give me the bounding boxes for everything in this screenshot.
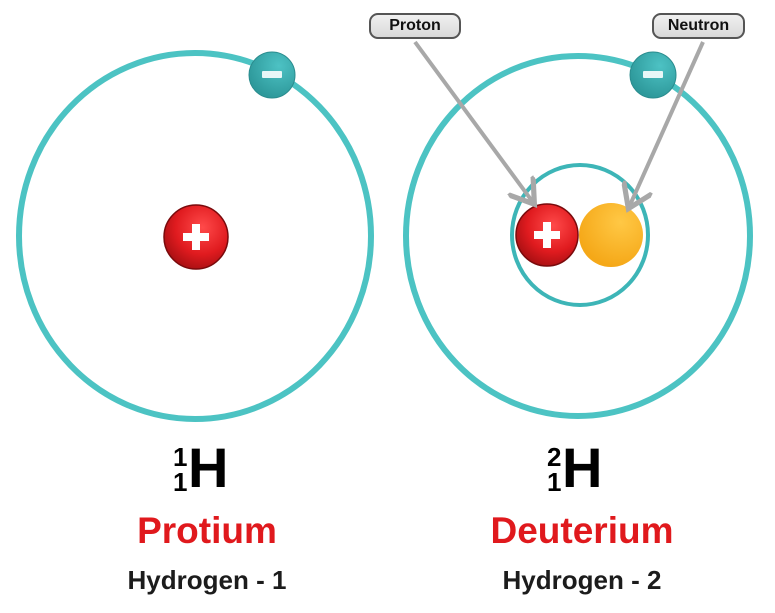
deuterium-electron-orbit [403, 53, 753, 419]
deuterium-atom [403, 51, 753, 419]
deuterium-subtitle: Hydrogen - 2 [502, 565, 662, 595]
proton-label: Proton [369, 13, 461, 39]
deuterium-nucleus-boundary [510, 163, 650, 307]
protium-proton [163, 204, 229, 270]
atomic-number: 1 [547, 467, 562, 497]
deuterium-electron [629, 51, 677, 99]
deuterium-proton [515, 203, 579, 267]
minus-icon [262, 71, 282, 78]
mass-number: 2 [547, 442, 562, 472]
element-symbol: H [188, 436, 229, 499]
protium-electron [248, 51, 296, 99]
protium-subtitle: Hydrogen - 1 [127, 565, 287, 595]
neutron-label: Neutron [652, 13, 745, 39]
element-symbol: H [562, 436, 603, 499]
mass-number: 1 [173, 442, 188, 472]
deuterium-name: Deuterium [490, 510, 674, 551]
protium-name: Protium [137, 510, 277, 551]
minus-icon [643, 71, 663, 78]
protium-atom [16, 50, 374, 422]
neutron-callout-arrow [630, 41, 705, 205]
protium-electron-orbit [16, 50, 374, 422]
proton-callout-arrow [413, 40, 532, 201]
atomic-number: 1 [173, 467, 188, 497]
deuterium-neutron [579, 203, 643, 267]
